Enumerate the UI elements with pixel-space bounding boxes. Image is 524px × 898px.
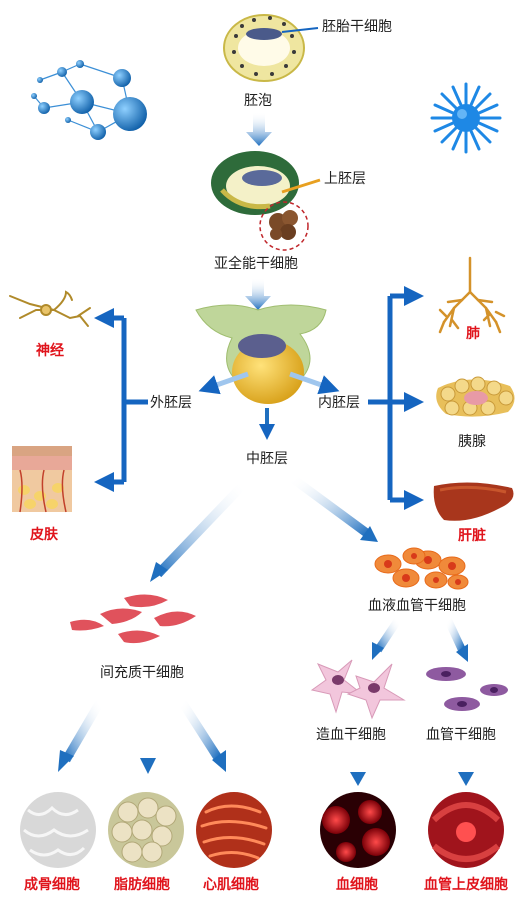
blastocyst-image (223, 14, 319, 82)
arrow-to-ectoderm (198, 371, 249, 395)
hematopoietic-cells-image (310, 659, 406, 720)
pancreas-image (436, 376, 515, 417)
skin-image (12, 446, 72, 513)
arrow-to-hematopoietic (374, 617, 402, 653)
label-hemangioblast: 血液血管干细胞 (368, 598, 466, 614)
label-pancreas: 胰腺 (458, 434, 486, 450)
virus-decoration (430, 82, 502, 154)
arrow-head-mesenchymal (150, 562, 168, 582)
label-mesenchymal-stem-cell: 间充质干细胞 (100, 665, 184, 681)
arrow-to-osteoblast (62, 699, 104, 763)
label-hematopoietic-stem-cell: 造血干细胞 (316, 727, 386, 743)
ectoderm-bracket (94, 308, 148, 492)
arrow-head-adipocyte (140, 758, 156, 774)
arrow-blastocyst-to-epiblast (246, 112, 272, 146)
label-skin: 皮肤 (30, 527, 58, 543)
cardiomyocyte-image (196, 792, 272, 868)
label-osteoblast: 成骨细胞 (24, 877, 80, 893)
label-subtotipotent-stem-cell: 亚全能干细胞 (214, 256, 298, 272)
label-blood-cell: 血细胞 (336, 877, 378, 893)
blood-cell-image (320, 792, 396, 868)
label-lung: 肺 (466, 326, 480, 342)
label-epiblast: 上胚层 (324, 171, 366, 187)
label-endothelial-cell: 血管上皮细胞 (424, 877, 508, 893)
adipocyte-image (108, 792, 184, 868)
label-ectoderm: 外胚层 (150, 395, 192, 411)
label-blastocyst: 胚泡 (244, 93, 272, 109)
nerve-cell-image (9, 290, 91, 327)
arrow-head-hematopoietic (372, 642, 384, 660)
label-adipocyte: 脂肪细胞 (114, 877, 170, 893)
arrow-head-vascular (456, 644, 468, 662)
arrow-head-hemangioblast (360, 526, 378, 542)
arrow-to-endoderm (289, 371, 340, 395)
arrow-epiblast-to-germ-layers (245, 278, 271, 310)
arrow-to-cardiomyocyte (178, 699, 222, 761)
label-nerve: 神经 (36, 343, 64, 359)
vascular-cells-image (426, 667, 508, 711)
lung-image (438, 256, 506, 334)
label-cardiomyocyte: 心肌细胞 (203, 877, 259, 893)
label-mesoderm: 中胚层 (246, 451, 288, 467)
label-endoderm: 内胚层 (318, 395, 360, 411)
arrow-head-endothelial (458, 772, 474, 786)
endoderm-bracket (368, 286, 424, 510)
mesenchymal-cells-image (70, 594, 196, 644)
epiblast-image (211, 151, 321, 251)
arrow-head-cardiomyocyte (212, 750, 226, 772)
liver-image (433, 482, 514, 521)
arrow-to-vascular (444, 618, 466, 652)
label-liver: 肝脏 (458, 528, 486, 544)
label-vascular-stem-cell: 血管干细胞 (426, 727, 496, 743)
endothelial-image (428, 792, 504, 868)
osteoblast-image (20, 792, 96, 868)
molecule-decoration (31, 60, 147, 140)
arrow-head-blood-cell (350, 772, 366, 786)
germ-layer-embryo-image (195, 304, 327, 404)
arrow-to-mesenchymal (154, 480, 248, 578)
arrow-to-hemangioblast (289, 474, 371, 538)
arrow-head-osteoblast (58, 750, 74, 772)
label-embryonic-stem-cell: 胚胎干细胞 (322, 19, 392, 35)
hemangioblast-image (374, 547, 469, 590)
